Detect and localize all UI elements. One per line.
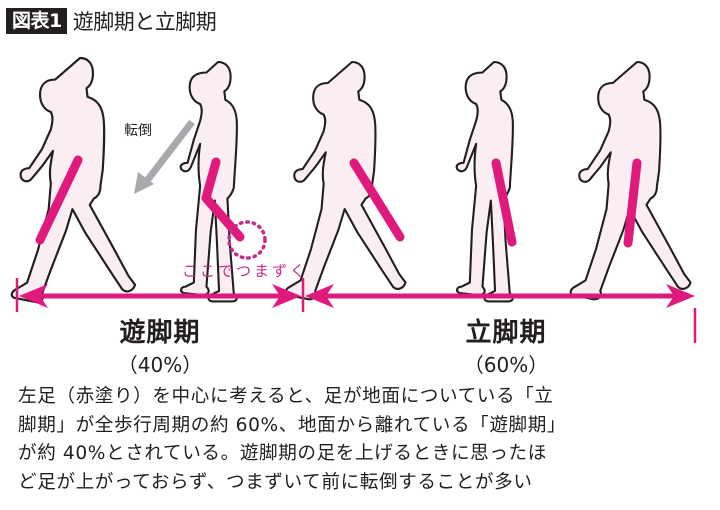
swing-phase-name: 遊脚期 (119, 318, 201, 348)
swing-phase-label: 遊脚期 （40%） (80, 312, 240, 378)
left-leg-highlight (349, 158, 405, 242)
left-leg-highlight (491, 158, 517, 247)
stance-phase-label: 立脚期 （60%） (426, 312, 586, 378)
stance-phase-percent: （60%） (463, 353, 549, 377)
figure-title: 遊脚期と立脚期 (72, 10, 217, 34)
swing-phase-percent: （40%） (117, 353, 203, 377)
trip-label: ここでつまずく (182, 262, 309, 280)
caption-line: ど足が上がっておらず、つまずいて前に転倒することが多い (18, 471, 533, 493)
trip-point-dotted-circle (227, 220, 267, 260)
figure-header: 図表1 遊脚期と立脚期 (6, 6, 217, 36)
caption-line: 脚期」が全歩行周期の約 60%、地面から離れている「遊脚期」 (18, 414, 567, 436)
left-leg-highlight (201, 157, 245, 242)
fall-arrow-icon (134, 119, 195, 194)
left-leg-highlight (623, 158, 642, 248)
gait-illustration (10, 56, 697, 343)
walker-figure-1 (10, 56, 137, 304)
figure-caption: 左足（赤塗り）を中心に考えると、足が地面についている「立 脚期」が全歩行周期の約… (18, 383, 708, 497)
walker-figure-5 (569, 60, 692, 301)
left-leg-highlight (35, 155, 83, 245)
walker-figure-3 (284, 60, 407, 301)
walker-figure-4 (455, 60, 517, 303)
stance-phase-name: 立脚期 (465, 318, 547, 348)
phase-timeline (15, 278, 697, 343)
figure-number-badge: 図表1 (6, 8, 67, 34)
caption-line: が約 40%とされている。遊脚期の足を上げるときに思ったほ (18, 443, 547, 464)
caption-line: 左足（赤塗り）を中心に考えると、足が地面についている「立 (18, 386, 554, 407)
fall-label: 転倒 (124, 123, 152, 139)
walker-figure-2 (179, 60, 267, 303)
